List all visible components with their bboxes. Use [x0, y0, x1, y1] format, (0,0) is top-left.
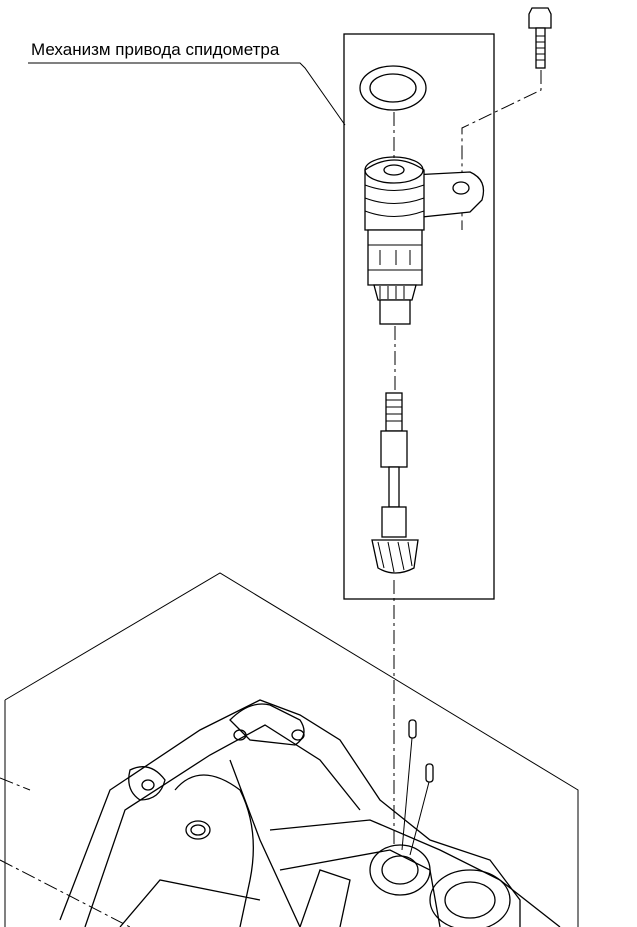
detail-frame: [343, 33, 495, 600]
sensor-pins: [401, 719, 434, 856]
driven-gear-housing: [364, 156, 485, 325]
transmission-housing: [0, 572, 579, 927]
bolt: [528, 7, 552, 69]
callout-leader-line: [28, 62, 346, 126]
callout-label: Механизм привода спидометра: [31, 40, 280, 59]
drive-gear-shaft: [371, 392, 419, 574]
o-ring: [359, 65, 427, 111]
